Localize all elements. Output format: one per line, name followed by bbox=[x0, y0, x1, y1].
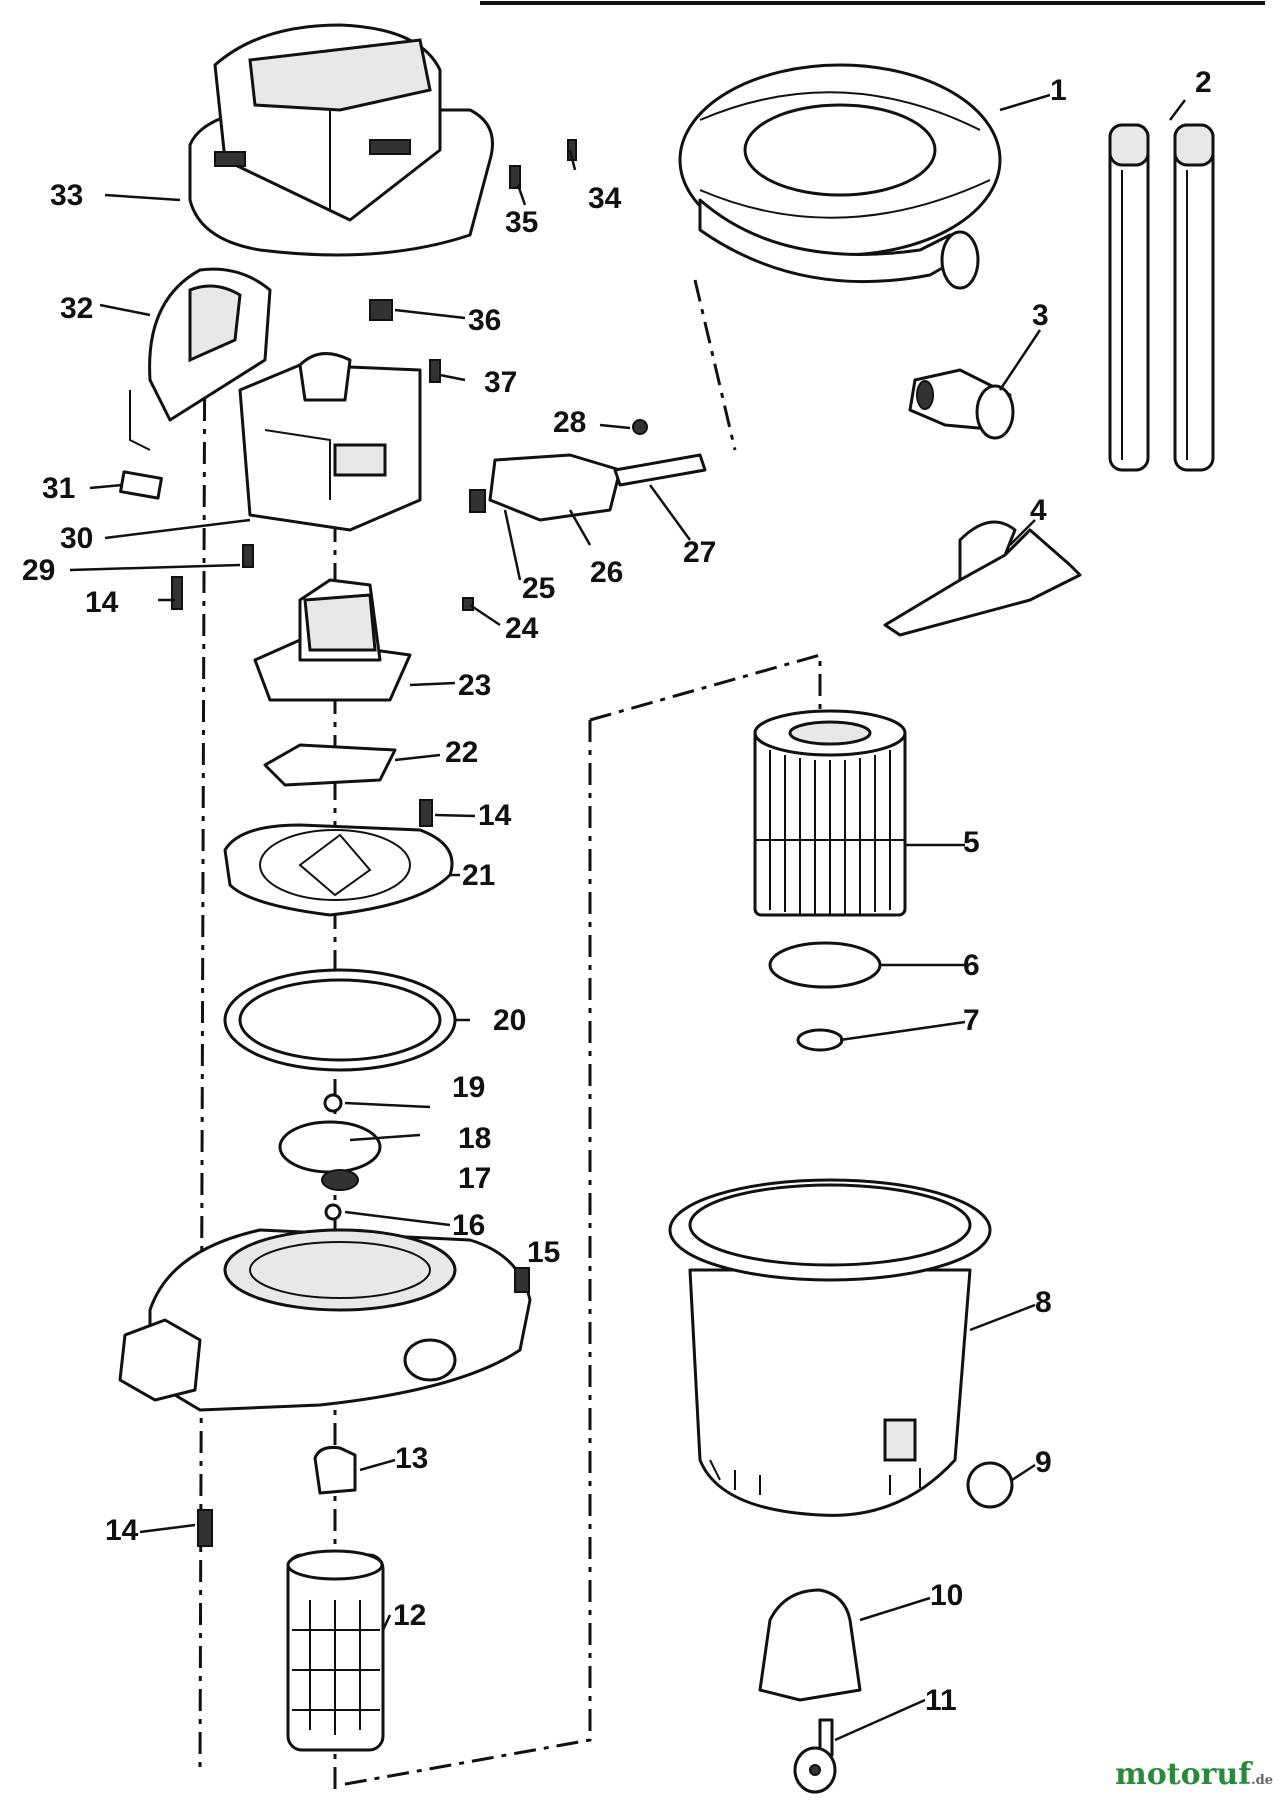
screw-29 bbox=[242, 544, 254, 568]
label-16: 16 bbox=[452, 1209, 485, 1242]
vacuum-hose bbox=[678, 63, 1002, 290]
label-14a: 14 bbox=[85, 586, 119, 619]
switch-assembly bbox=[469, 419, 707, 522]
screw-14a bbox=[171, 576, 183, 610]
screw-24 bbox=[462, 597, 474, 611]
label-23: 23 bbox=[458, 669, 491, 702]
assembly-axis-bracket bbox=[339, 720, 592, 1787]
float-cap bbox=[313, 1446, 357, 1495]
switch-plate bbox=[119, 470, 163, 500]
label-3: 3 bbox=[1032, 299, 1049, 332]
motor-gasket bbox=[263, 743, 397, 787]
watermark-logo: motoruf.de bbox=[1115, 1757, 1273, 1792]
label-2: 2 bbox=[1195, 66, 1212, 99]
label-32: 32 bbox=[60, 292, 93, 325]
label-10: 10 bbox=[930, 1579, 963, 1612]
floor-nozzle bbox=[883, 520, 1082, 637]
label-5: 5 bbox=[963, 826, 980, 859]
label-26: 26 bbox=[590, 556, 623, 589]
impeller-washer bbox=[324, 1203, 342, 1221]
assembly-axis-right bbox=[589, 653, 822, 722]
label-14b: 14 bbox=[478, 799, 512, 832]
caster-wheel bbox=[793, 1718, 837, 1794]
label-12: 12 bbox=[393, 1599, 426, 1632]
impeller-nut bbox=[323, 1093, 343, 1113]
mounting-plate bbox=[223, 823, 454, 917]
label-21: 21 bbox=[462, 859, 495, 892]
label-19: 19 bbox=[452, 1071, 485, 1104]
label-35: 35 bbox=[505, 206, 538, 239]
watermark-tld: .de bbox=[1251, 1773, 1273, 1788]
label-33: 33 bbox=[50, 179, 83, 212]
label-36: 36 bbox=[468, 304, 501, 337]
label-22: 22 bbox=[445, 736, 478, 769]
carry-handle bbox=[129, 267, 272, 451]
label-28: 28 bbox=[553, 406, 586, 439]
watermark-text: motoruf bbox=[1114, 1757, 1252, 1792]
label-30: 30 bbox=[60, 522, 93, 555]
screw-14c bbox=[197, 1509, 213, 1547]
label-24: 24 bbox=[505, 612, 539, 645]
seal-ring bbox=[223, 968, 457, 1072]
label-34: 34 bbox=[588, 182, 622, 215]
collection-tank bbox=[668, 1178, 992, 1517]
leader-lines bbox=[69, 93, 1186, 1742]
cover-screw bbox=[509, 165, 521, 189]
label-37: 37 bbox=[484, 366, 517, 399]
label-17: 17 bbox=[458, 1162, 491, 1195]
label-13: 13 bbox=[395, 1442, 428, 1475]
label-15: 15 bbox=[527, 1236, 560, 1269]
motor-cover bbox=[188, 23, 494, 257]
label-27: 27 bbox=[683, 536, 716, 569]
label-29: 29 bbox=[22, 554, 55, 587]
label-20: 20 bbox=[493, 1004, 526, 1037]
cartridge-filter bbox=[753, 709, 907, 917]
lid-base bbox=[118, 1228, 532, 1412]
impeller-disc bbox=[278, 1120, 382, 1174]
label-18: 18 bbox=[458, 1122, 491, 1155]
drain-cap bbox=[966, 1461, 1014, 1509]
label-6: 6 bbox=[963, 949, 980, 982]
latch-screw bbox=[429, 359, 441, 383]
hose-axis bbox=[693, 279, 737, 451]
motor bbox=[253, 578, 412, 702]
screw-14b bbox=[419, 799, 433, 827]
hose-adapter bbox=[908, 368, 1015, 440]
motor-housing bbox=[238, 352, 422, 532]
filter-retainer bbox=[768, 941, 882, 989]
impeller-spacer bbox=[321, 1169, 359, 1191]
part-labels: 1 2 3 4 5 6 7 8 9 10 11 12 13 14 14 14 1… bbox=[22, 66, 1212, 1717]
label-8: 8 bbox=[1035, 1286, 1052, 1319]
label-1: 1 bbox=[1050, 74, 1067, 107]
label-11: 11 bbox=[925, 1684, 957, 1717]
label-7: 7 bbox=[963, 1004, 980, 1037]
extension-wands bbox=[1108, 123, 1215, 472]
float-cage bbox=[286, 1549, 385, 1752]
retainer-nut bbox=[796, 1028, 844, 1052]
latch-clip bbox=[369, 299, 393, 321]
label-4: 4 bbox=[1030, 494, 1047, 527]
label-25: 25 bbox=[522, 572, 555, 605]
caster-bracket bbox=[758, 1588, 862, 1702]
label-14c: 14 bbox=[105, 1514, 139, 1547]
label-9: 9 bbox=[1035, 1446, 1052, 1479]
label-31: 31 bbox=[42, 472, 75, 505]
